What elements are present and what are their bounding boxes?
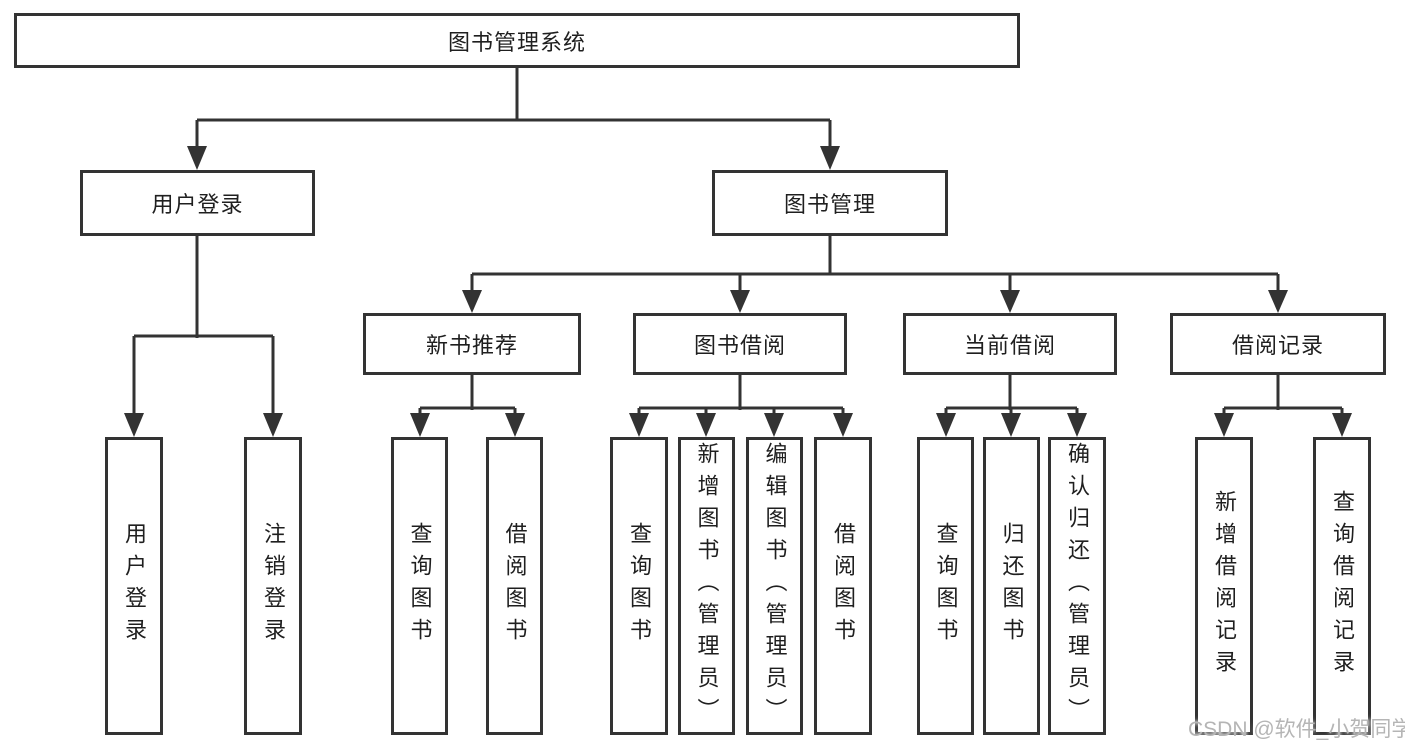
node-current-borrow: 当前借阅	[903, 313, 1117, 375]
node-book-borrow: 图书借阅	[633, 313, 847, 375]
leaf-logout-label: 注销登录	[261, 522, 286, 650]
leaf-confirm-return-admin-label: 确认归还（管理员）	[1065, 442, 1090, 730]
leaf-borrow-books-rec: 借阅图书	[486, 437, 543, 735]
leaf-query-borrow-record-label: 查询借阅记录	[1330, 490, 1355, 682]
node-book-mgmt: 图书管理	[712, 170, 948, 236]
leaf-query-books-rec-label: 查询图书	[407, 522, 433, 650]
edges-user-login-children	[124, 236, 283, 437]
node-user-login-label: 用户登录	[151, 192, 244, 217]
leaf-borrow-books-borrow-label: 借阅图书	[831, 522, 856, 650]
edges-book-borrow-children	[629, 375, 853, 437]
leaf-return-books-label: 归还图书	[999, 522, 1025, 650]
leaf-query-books-current: 查询图书	[917, 437, 974, 735]
edges-root-to-level1	[187, 68, 840, 170]
leaf-query-books-current-label: 查询图书	[933, 522, 959, 650]
edges-book-mgmt-children	[462, 236, 1288, 313]
leaf-query-borrow-record: 查询借阅记录	[1313, 437, 1371, 735]
node-user-login: 用户登录	[80, 170, 315, 236]
edges-current-borrow-children	[936, 375, 1087, 437]
node-new-book-rec: 新书推荐	[363, 313, 581, 375]
leaf-logout: 注销登录	[244, 437, 302, 735]
node-new-book-rec-label: 新书推荐	[425, 333, 518, 358]
leaf-query-books-borrow-label: 查询图书	[627, 522, 652, 650]
leaf-user-login: 用户登录	[105, 437, 163, 735]
leaf-return-books: 归还图书	[983, 437, 1040, 735]
node-book-borrow-label: 图书借阅	[693, 333, 786, 358]
leaf-add-borrow-record: 新增借阅记录	[1195, 437, 1253, 735]
node-root: 图书管理系统	[14, 13, 1020, 68]
leaf-query-books-borrow: 查询图书	[610, 437, 668, 735]
leaf-add-borrow-record-label: 新增借阅记录	[1212, 490, 1237, 682]
leaf-confirm-return-admin: 确认归还（管理员）	[1048, 437, 1106, 735]
edges-borrow-records-children	[1214, 375, 1352, 437]
node-root-label: 图书管理系统	[447, 29, 586, 55]
leaf-user-login-label: 用户登录	[122, 522, 147, 650]
node-book-mgmt-label: 图书管理	[783, 192, 876, 217]
csdn-watermark: CSDN @软件_小贺同学	[1188, 718, 1405, 741]
leaf-add-books-admin: 新增图书（管理员）	[678, 437, 735, 735]
leaf-edit-books-admin: 编辑图书（管理员）	[746, 437, 803, 735]
leaf-add-books-admin-label: 新增图书（管理员）	[694, 442, 720, 730]
node-borrow-records: 借阅记录	[1170, 313, 1386, 375]
leaf-query-books-rec: 查询图书	[391, 437, 448, 735]
node-current-borrow-label: 当前借阅	[963, 333, 1056, 358]
leaf-edit-books-admin-label: 编辑图书（管理员）	[762, 442, 788, 730]
leaf-borrow-books-borrow: 借阅图书	[814, 437, 872, 735]
edges-new-book-rec-children	[410, 375, 525, 437]
leaf-borrow-books-rec-label: 借阅图书	[502, 522, 528, 650]
node-borrow-records-label: 借阅记录	[1231, 333, 1324, 358]
